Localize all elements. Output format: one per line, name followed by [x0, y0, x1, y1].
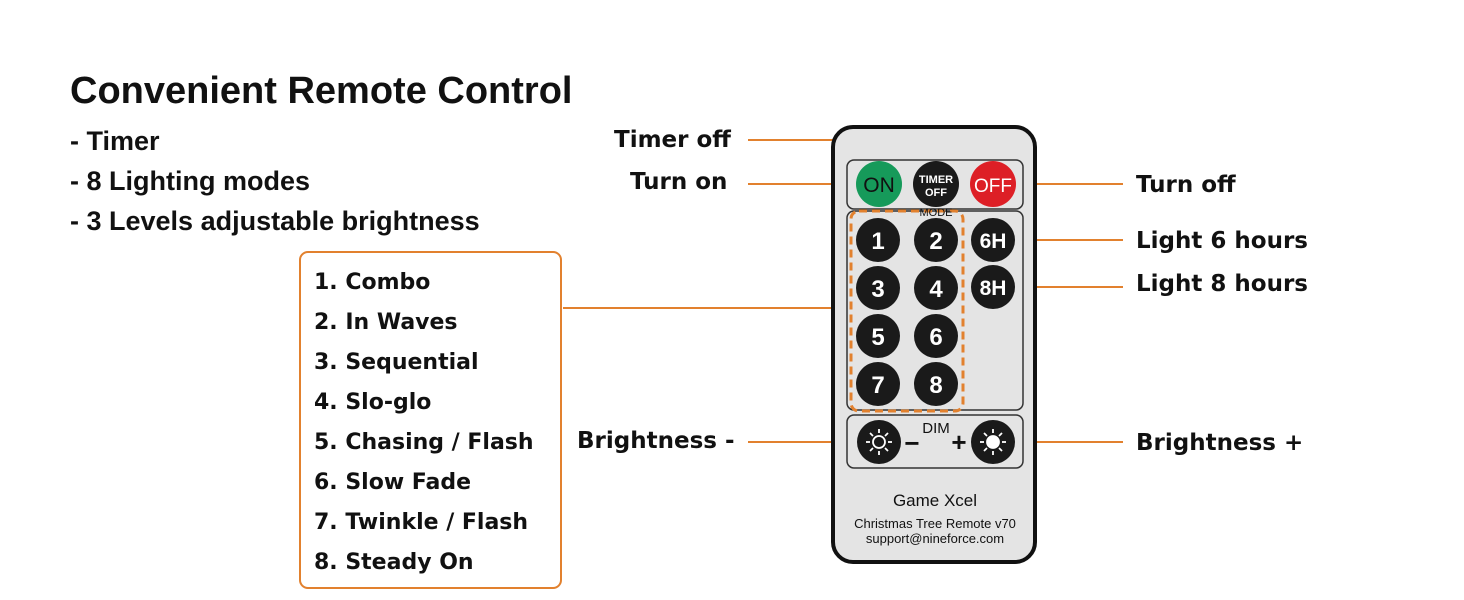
mode-key-1[interactable] — [856, 218, 900, 262]
mode-key-7-label: 7 — [871, 372, 884, 399]
callout-light-6-hours: Light 6 hours — [1136, 228, 1308, 254]
off-button[interactable] — [970, 161, 1016, 207]
timer-8h-label: 8H — [980, 277, 1007, 300]
mode-key-4[interactable] — [914, 266, 958, 310]
mode-key-2-label: 2 — [929, 228, 942, 255]
feature-item: - Timer — [70, 126, 160, 156]
mode-item: 1. Combo — [314, 270, 431, 295]
mode-key-6[interactable] — [914, 314, 958, 358]
mode-key-3-label: 3 — [871, 276, 884, 303]
model-name: Christmas Tree Remote v70 — [854, 516, 1016, 531]
feature-item: - 8 Lighting modes — [70, 166, 310, 196]
brightness-down-button[interactable] — [857, 420, 901, 464]
mode-item: 6. Slow Fade — [314, 470, 472, 495]
mode-key-8[interactable] — [914, 362, 958, 406]
dim-label: DIM — [922, 420, 950, 437]
mode-key-8-label: 8 — [929, 372, 942, 399]
timer-6h-button[interactable] — [971, 218, 1015, 262]
mode-key-2[interactable] — [914, 218, 958, 262]
sun-outline-icon — [866, 429, 892, 455]
mode-group-frame — [846, 210, 1024, 411]
callout-brightness-minus: Brightness - — [577, 428, 735, 454]
callout-brightness-plus: Brightness + — [1136, 430, 1304, 456]
callout-turn-off: Turn off — [1136, 172, 1236, 198]
lighting-modes-box: 1. Combo 2. In Waves 3. Sequential 4. Sl… — [299, 251, 562, 589]
timer-off-label-line1: TIMER — [919, 174, 953, 186]
on-button[interactable] — [856, 161, 902, 207]
callout-timer-off: Timer off — [614, 127, 731, 153]
mode-item: 4. Slo-glo — [314, 390, 432, 415]
mode-key-1-label: 1 — [871, 228, 884, 255]
mode-item: 5. Chasing / Flash — [314, 430, 534, 455]
mode-item: 7. Twinkle / Flash — [314, 510, 529, 535]
mode-key-7[interactable] — [856, 362, 900, 406]
callout-light-8-hours: Light 8 hours — [1136, 271, 1308, 297]
mode-key-5[interactable] — [856, 314, 900, 358]
brightness-up-button[interactable] — [971, 420, 1015, 464]
page-title: Convenient Remote Control — [70, 70, 573, 112]
mode-key-3[interactable] — [856, 266, 900, 310]
sun-filled-icon — [980, 429, 1006, 455]
on-button-label: ON — [863, 174, 895, 197]
timer-8h-button[interactable] — [971, 265, 1015, 309]
timer-off-button[interactable] — [913, 161, 959, 207]
mode-key-5-label: 5 — [871, 324, 884, 351]
mode-key-6-label: 6 — [929, 324, 942, 351]
plus-sign: + — [951, 427, 966, 457]
mode-dashed-frame — [849, 209, 965, 413]
mode-item: 8. Steady On — [314, 550, 474, 575]
off-button-label: OFF — [974, 176, 1012, 197]
dim-group-frame — [846, 414, 1024, 469]
power-group-frame — [846, 159, 1024, 210]
mode-item: 2. In Waves — [314, 310, 458, 335]
feature-item: - 3 Levels adjustable brightness — [70, 206, 480, 236]
mode-item: 3. Sequential — [314, 350, 479, 375]
minus-sign: − — [904, 428, 919, 458]
mode-key-4-label: 4 — [929, 276, 943, 303]
feature-list: - Timer - 8 Lighting modes - 3 Levels ad… — [70, 124, 480, 244]
timer-6h-label: 6H — [980, 230, 1007, 253]
timer-off-label-line2: OFF — [925, 187, 947, 199]
support-email: support@nineforce.com — [866, 531, 1004, 546]
brand-name: Game Xcel — [893, 491, 977, 510]
mode-label: MODE — [920, 207, 953, 219]
callout-turn-on: Turn on — [630, 169, 728, 195]
